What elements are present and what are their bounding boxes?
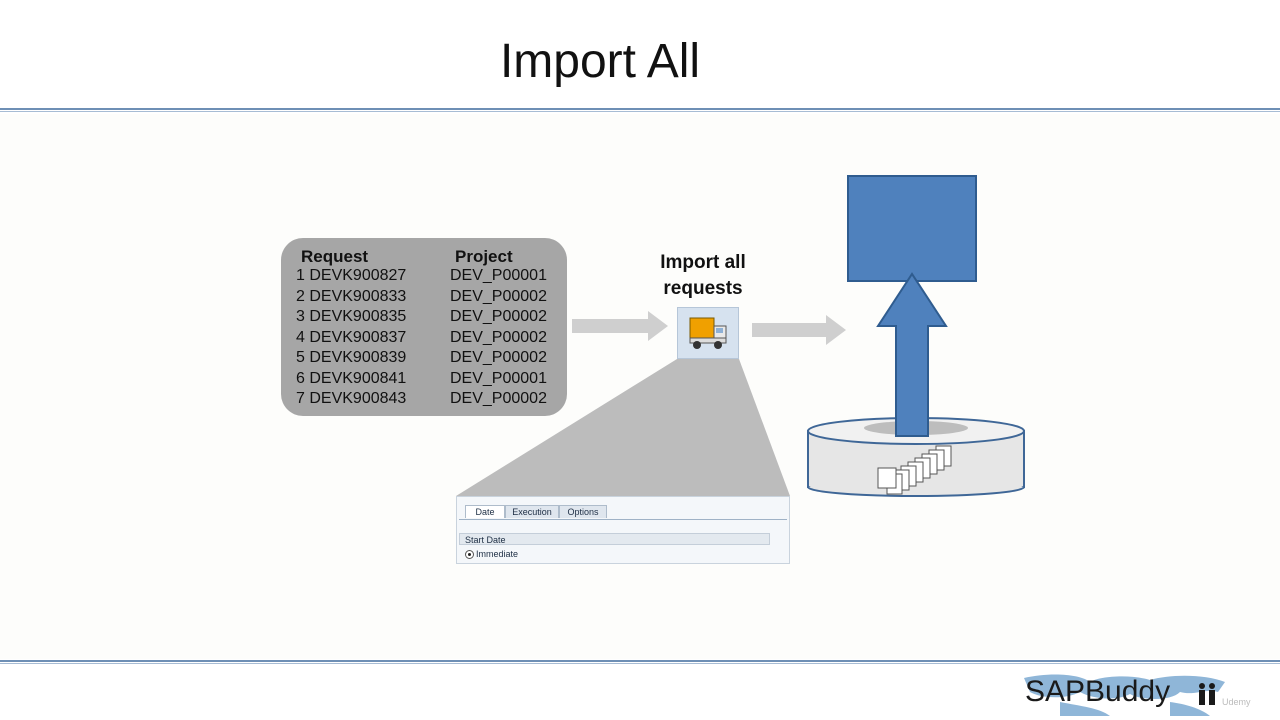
request-column-header: Request <box>301 247 369 266</box>
project-id: DEV_P00002 <box>450 308 547 325</box>
request-id: 5 DEVK900839 <box>296 349 407 366</box>
tab-options[interactable]: Options <box>559 505 607 518</box>
immediate-label: Immediate <box>476 549 519 559</box>
request-id: 2 DEVK900833 <box>296 287 407 305</box>
top-rule-inner <box>0 111 1280 112</box>
list-item: 4 DEVK900837 DEV_P00002 <box>296 329 561 349</box>
schedule-dialog: Date Execution Options Start Date Immedi… <box>456 496 790 564</box>
project-id: DEV_P00001 <box>450 267 547 284</box>
top-rule <box>0 108 1280 110</box>
people-icon <box>1199 683 1215 705</box>
bottom-rule <box>0 660 1280 662</box>
documents-icon <box>877 445 952 495</box>
request-id: 3 DEVK900835 <box>296 308 407 325</box>
udemy-watermark: Udemy <box>1222 697 1251 707</box>
project-column-header: Project <box>455 247 513 266</box>
project-id: DEV_P00002 <box>450 287 547 305</box>
slide-title: Import All <box>499 35 701 88</box>
bottom-rule-inner <box>0 663 1280 664</box>
truck-icon <box>689 317 727 349</box>
radio-button[interactable] <box>465 550 474 559</box>
import-all-button[interactable] <box>677 307 739 359</box>
arrow-right-icon <box>572 311 668 341</box>
project-id: DEV_P00002 <box>450 390 547 407</box>
world-map-icon <box>1024 674 1225 716</box>
tab-execution[interactable]: Execution <box>505 505 559 518</box>
start-date-group-title: Start Date <box>459 533 770 545</box>
list-item: 1 DEVK900827 DEV_P00001 <box>296 267 561 287</box>
arrow-up-icon <box>876 272 948 437</box>
immediate-option[interactable]: Immediate <box>459 547 770 561</box>
tabstrip: Date Execution Options <box>459 505 787 520</box>
tab-date[interactable]: Date <box>465 505 505 518</box>
list-item: 5 DEVK900839 DEV_P00002 <box>296 349 561 369</box>
project-id: DEV_P00002 <box>450 349 547 366</box>
project-id: DEV_P00001 <box>450 369 547 387</box>
list-item: 7 DEVK900843 DEV_P00002 <box>296 390 561 410</box>
request-list-box: Request Project 1 DEVK900827 DEV_P00001 … <box>281 238 567 416</box>
request-id: 6 DEVK900841 <box>296 369 407 387</box>
project-id: DEV_P00002 <box>450 328 547 346</box>
logo-text: SAPBuddy <box>1025 675 1171 708</box>
list-item: 6 DEVK900841 DEV_P00001 <box>296 370 561 390</box>
list-item: 2 DEVK900833 DEV_P00002 <box>296 288 561 308</box>
request-id: 7 DEVK900843 <box>296 390 407 407</box>
request-id: 1 DEVK900827 <box>296 267 407 284</box>
request-id: 4 DEVK900837 <box>296 328 407 346</box>
sapbuddy-logo: SAPBuddy <box>1020 672 1240 716</box>
arrow-right-icon <box>752 315 846 345</box>
system-box <box>847 175 977 282</box>
system-diagram <box>807 175 1025 497</box>
list-item: 3 DEVK900835 DEV_P00002 <box>296 308 561 328</box>
